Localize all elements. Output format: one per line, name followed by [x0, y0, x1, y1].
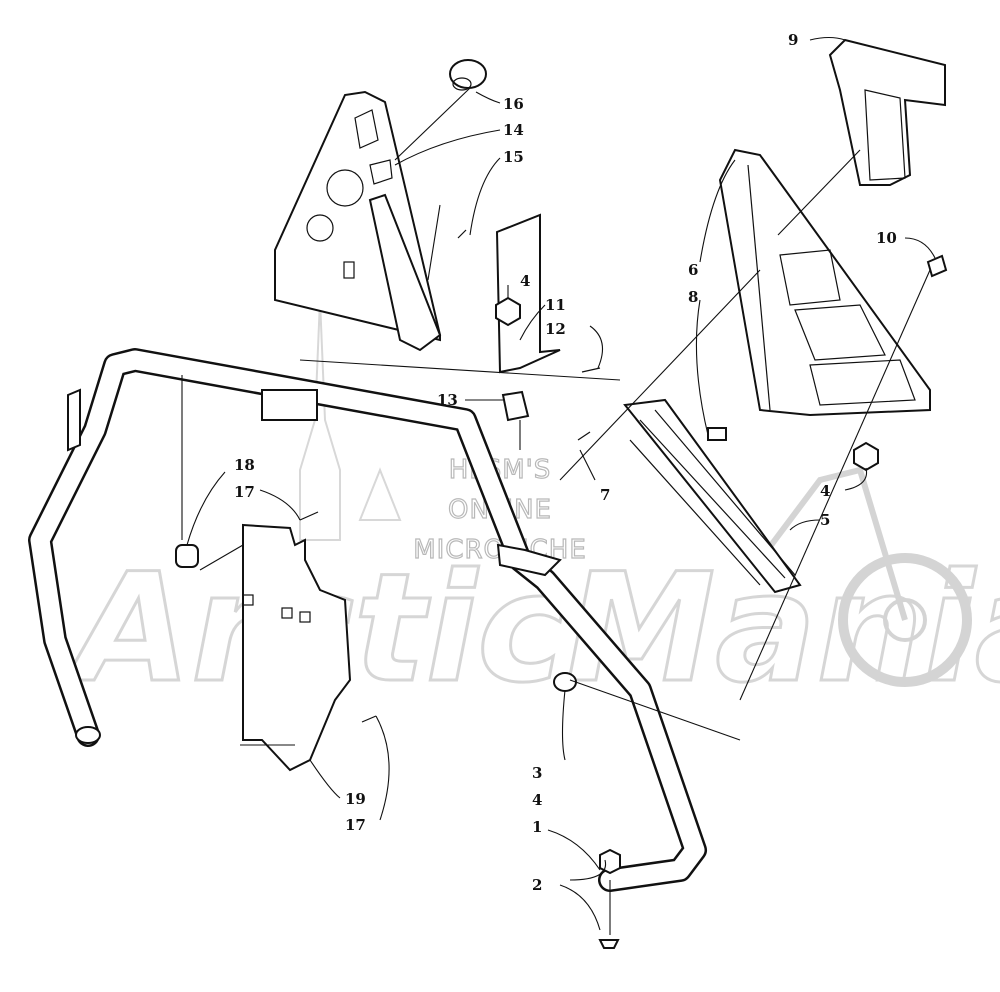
left-side-panel — [274, 90, 442, 352]
nut-3 — [553, 672, 577, 692]
bolt-10 — [926, 254, 948, 278]
bolt-2 — [598, 939, 620, 949]
clip-8 — [707, 427, 727, 441]
callout-4-bottom: 4 — [532, 791, 542, 809]
rivet-12 — [581, 367, 601, 373]
foam-block-9 — [828, 38, 946, 186]
nut-4-right — [853, 441, 879, 472]
callout-1: 1 — [532, 818, 542, 836]
callout-10: 10 — [876, 229, 897, 247]
callout-11: 11 — [545, 296, 566, 314]
rivet-17a — [299, 511, 319, 521]
right-side-panel — [718, 148, 931, 417]
callout-17-top: 17 — [234, 483, 255, 501]
grommet-16 — [449, 59, 487, 91]
rivet-15 — [457, 229, 467, 239]
callout-5: 5 — [820, 511, 830, 529]
callouts: 1 2 3 4 4 4 5 6 7 8 9 10 11 12 13 14 15 … — [234, 31, 897, 894]
nut-4-top — [495, 296, 521, 327]
callout-6: 6 — [688, 261, 698, 279]
callout-18: 18 — [234, 456, 255, 474]
callout-2: 2 — [532, 876, 542, 894]
callout-7: 7 — [600, 486, 610, 504]
callout-14: 14 — [503, 121, 524, 139]
leader-lines — [181, 36, 936, 935]
callout-3: 3 — [532, 764, 542, 782]
callout-4-top: 4 — [520, 272, 530, 290]
nut-4-bottom — [599, 848, 621, 875]
rivet-17b — [361, 715, 377, 723]
watermark-building — [299, 299, 402, 541]
callout-12: 12 — [545, 320, 566, 338]
callout-9: 9 — [788, 31, 798, 49]
screen-5 — [623, 398, 802, 594]
callout-8: 8 — [688, 288, 698, 306]
watermark-wheel — [838, 553, 972, 687]
callout-17-bottom: 17 — [345, 816, 366, 834]
callout-16: 16 — [503, 95, 524, 113]
callout-13: 13 — [437, 391, 458, 409]
callout-15: 15 — [503, 148, 524, 166]
rivet-7 — [577, 431, 591, 441]
callout-4-right: 4 — [820, 482, 830, 500]
clamp-18 — [175, 544, 199, 568]
callout-19: 19 — [345, 790, 366, 808]
bumper-tube-1 — [28, 348, 707, 892]
